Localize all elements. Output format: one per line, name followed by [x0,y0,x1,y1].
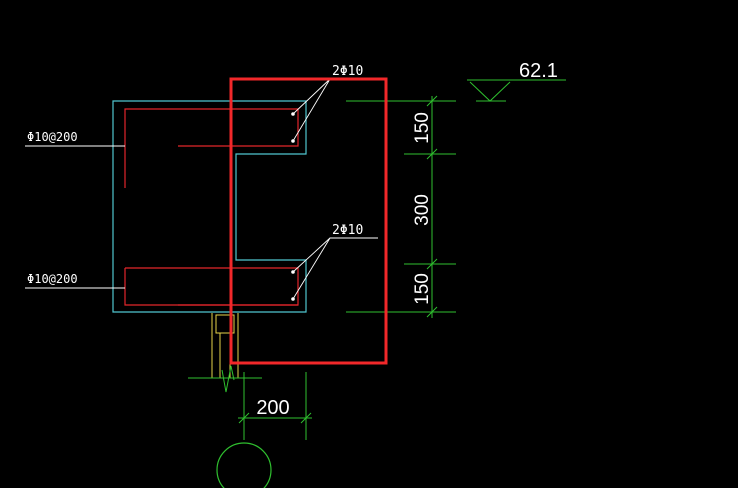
leader-top-2 [292,78,331,142]
dim-label-150-bottom: 150 [412,273,433,305]
dimension-lines [238,95,456,440]
dim-label-300: 300 [412,194,433,226]
elevation-marker [467,79,566,102]
dim-label-150-top: 150 [412,112,433,144]
dim-tick [426,258,438,270]
break-zigzag [221,365,235,393]
bars-label-middle: 2Φ10 [332,223,363,238]
bars-label-top: 2Φ10 [332,64,363,79]
break-symbol [188,365,262,393]
axis-bubble [216,442,272,488]
rebar-spacing-label-bottom: Φ10@200 [27,272,78,286]
elevation-label: 62.1 [519,60,558,82]
dim-tick [426,95,438,107]
dim-tick [238,412,250,424]
dim-tick [426,148,438,160]
rebar-spacing-label-top: Φ10@200 [27,130,78,144]
dim-tick [300,412,312,424]
highlight-box [229,77,388,365]
post-cap [215,314,235,334]
leader-middle-2 [292,237,331,300]
dim-label-200: 200 [256,397,289,419]
dim-tick [426,306,438,318]
